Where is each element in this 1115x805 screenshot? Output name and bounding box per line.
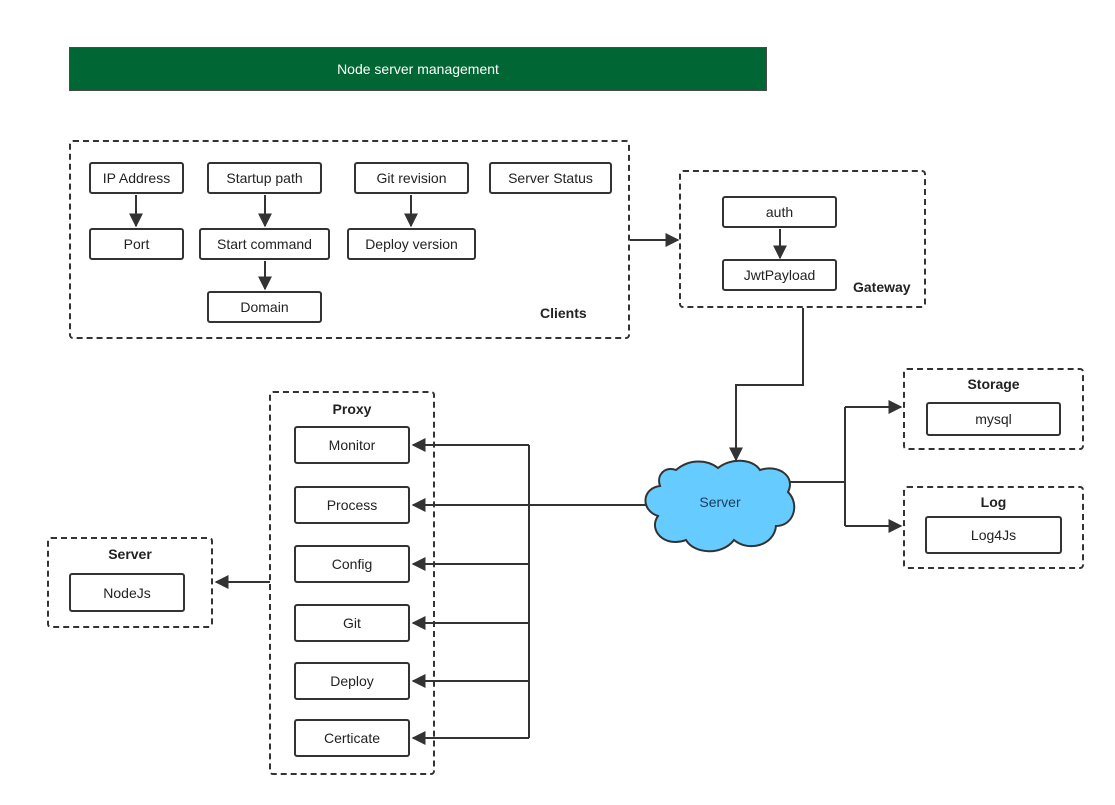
log4js-node: Log4Js: [925, 516, 1062, 554]
edge-gateway-to-server: [729, 308, 804, 462]
clients-group: [69, 140, 630, 339]
jwt-payload-node: JwtPayload: [722, 259, 837, 291]
process-node: Process: [294, 486, 410, 524]
storage-label: Storage: [967, 376, 1020, 392]
server-status-node: Server Status: [489, 162, 612, 194]
config-node: Config: [294, 545, 410, 583]
proxy-label: Proxy: [332, 401, 372, 417]
server-cloud-shape: [644, 459, 796, 553]
gateway-group: [679, 170, 926, 308]
mysql-node: mysql: [926, 402, 1061, 436]
title-banner: Node server management: [69, 47, 767, 91]
clients-label: Clients: [540, 305, 587, 321]
server-group-label: Server: [108, 546, 152, 562]
auth-node: auth: [722, 196, 837, 228]
startup-path-node: Startup path: [207, 162, 322, 194]
gateway-label: Gateway: [853, 279, 911, 295]
domain-node: Domain: [207, 291, 322, 323]
port-node: Port: [89, 228, 184, 260]
deploy-version-node: Deploy version: [347, 228, 476, 260]
proxy-group: [269, 391, 435, 775]
server-cloud-label: Server: [699, 494, 741, 510]
start-command-node: Start command: [199, 228, 330, 260]
nodejs-node: NodeJs: [69, 573, 185, 612]
ip-address-node: IP Address: [89, 162, 184, 194]
git-revision-node: Git revision: [354, 162, 469, 194]
server-group: [47, 537, 213, 628]
deploy-node: Deploy: [294, 662, 410, 700]
certificate-node: Certicate: [294, 719, 410, 757]
log-label: Log: [980, 494, 1007, 510]
log-group: [903, 486, 1084, 569]
storage-group: [903, 368, 1084, 450]
git-node: Git: [294, 604, 410, 642]
monitor-node: Monitor: [294, 426, 410, 464]
